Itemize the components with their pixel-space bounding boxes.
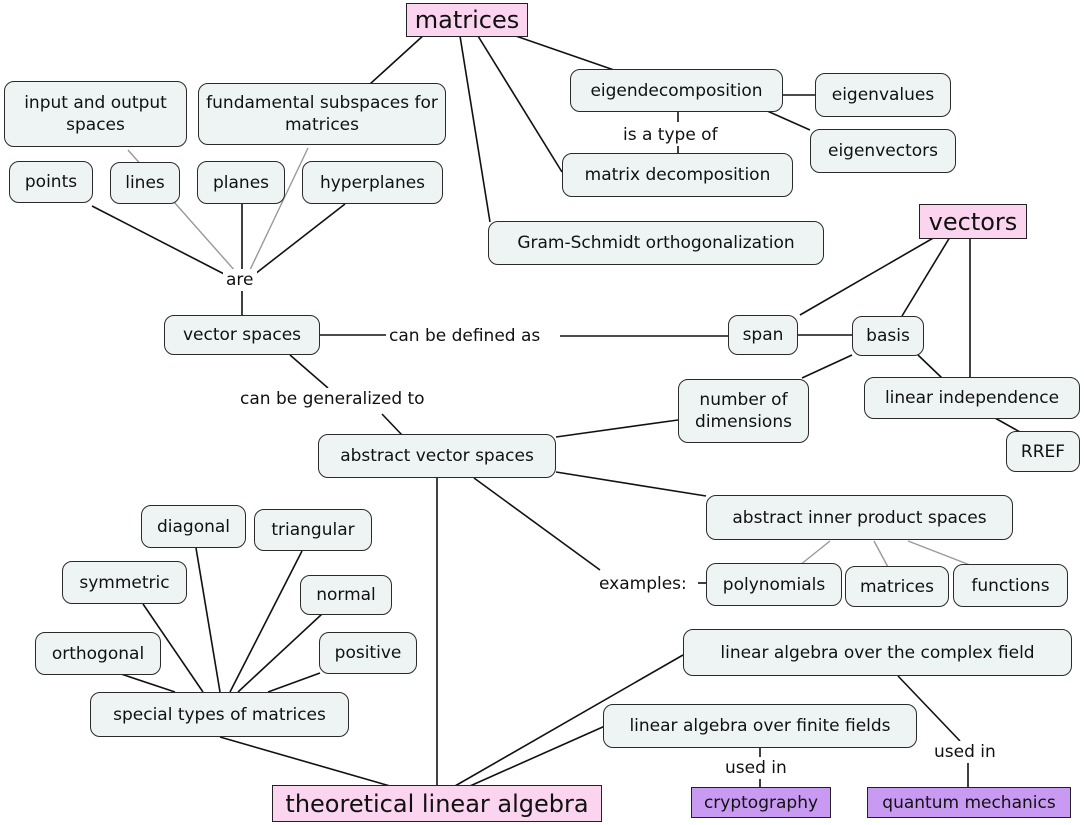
hyperplanes-node[interactable]: hyperplanes [302, 161, 443, 204]
diagonal-node[interactable]: diagonal [141, 505, 246, 548]
abstract-vector-spaces-node[interactable]: abstract vector spaces [318, 434, 556, 478]
link-label-used-in-cryptography: used in [722, 757, 790, 779]
input-output-spaces-label: input and output spaces [24, 93, 167, 135]
eigenvectors-label: eigenvectors [828, 141, 938, 161]
diagonal-label: diagonal [156, 516, 231, 537]
cryptography-label: cryptography [703, 792, 819, 813]
abstract-inner-product-spaces-label: abstract inner product spaces [732, 507, 987, 528]
fundamental-subspaces-node[interactable]: fundamental subspaces for matrices [198, 83, 446, 145]
triangular-label: triangular [271, 520, 355, 540]
lines-node[interactable]: lines [110, 162, 180, 204]
polynomials-node[interactable]: polynomials [706, 563, 842, 606]
link-label-is-a-type-of: is a type of [620, 124, 721, 146]
vector-spaces-node[interactable]: vector spaces [164, 315, 320, 355]
points-node[interactable]: points [9, 161, 93, 203]
quantum-mechanics-label: quantum mechanics [882, 792, 1056, 813]
triangular-node[interactable]: triangular [254, 509, 372, 551]
rref-node[interactable]: RREF [1006, 431, 1080, 472]
points-label: points [24, 172, 78, 192]
link-label-used-in-quantum: used in [931, 741, 999, 763]
functions-node[interactable]: functions [953, 564, 1068, 607]
link-label-are: are [223, 269, 257, 291]
positive-label: positive [334, 643, 402, 663]
positive-node[interactable]: positive [319, 632, 417, 674]
special-types-label: special types of matrices [113, 704, 326, 725]
span-node[interactable]: span [728, 315, 798, 355]
rref-label: RREF [1020, 441, 1066, 462]
basis-label: basis [866, 326, 910, 346]
eigenvalues-label: eigenvalues [831, 85, 935, 105]
gram-schmidt-label: Gram-Schmidt orthogonalization [517, 233, 795, 253]
vector-spaces-label: vector spaces [182, 325, 302, 345]
functions-label: functions [971, 575, 1050, 596]
vectors-root-label: vectors [928, 207, 1018, 236]
matrices-example-node[interactable]: matrices [845, 566, 949, 607]
planes-node[interactable]: planes [197, 161, 285, 204]
theoretical-linear-algebra-label: theoretical linear algebra [285, 789, 589, 818]
quantum-mechanics-node[interactable]: quantum mechanics [867, 787, 1071, 818]
matrix-decomposition-node[interactable]: matrix decomposition [562, 153, 793, 197]
normal-label: normal [316, 585, 376, 605]
lines-label: lines [125, 173, 165, 193]
abstract-vector-spaces-label: abstract vector spaces [340, 446, 534, 466]
gram-schmidt-node[interactable]: Gram-Schmidt orthogonalization [488, 221, 824, 265]
number-of-dimensions-node[interactable]: number of dimensions [678, 379, 809, 443]
cryptography-node[interactable]: cryptography [691, 787, 831, 818]
matrices-example-label: matrices [859, 576, 935, 597]
orthogonal-node[interactable]: orthogonal [35, 632, 161, 675]
finite-fields-node[interactable]: linear algebra over finite fields [603, 704, 917, 748]
polynomials-label: polynomials [722, 574, 826, 595]
symmetric-label: symmetric [79, 572, 170, 593]
special-types-node[interactable]: special types of matrices [90, 692, 349, 737]
input-output-spaces-node[interactable]: input and output spaces [4, 81, 187, 147]
matrices-root-label: matrices [414, 6, 520, 34]
matrix-decomposition-label: matrix decomposition [584, 165, 771, 185]
eigenvectors-node[interactable]: eigenvectors [810, 129, 956, 173]
complex-field-node[interactable]: linear algebra over the complex field [683, 629, 1072, 676]
eigenvalues-node[interactable]: eigenvalues [815, 73, 951, 117]
span-label: span [742, 325, 784, 345]
theoretical-linear-algebra-root-node[interactable]: theoretical linear algebra [272, 785, 602, 822]
fundamental-subspaces-label: fundamental subspaces for matrices [206, 93, 438, 135]
link-label-examples: examples: [596, 573, 690, 595]
eigendecomposition-node[interactable]: eigendecomposition [570, 69, 783, 112]
basis-node[interactable]: basis [852, 316, 924, 356]
complex-field-label: linear algebra over the complex field [720, 642, 1035, 663]
number-of-dimensions-label: number of dimensions [695, 390, 792, 432]
normal-node[interactable]: normal [300, 575, 392, 615]
link-label-can-be-defined-as: can be defined as [386, 325, 544, 347]
abstract-inner-product-spaces-node[interactable]: abstract inner product spaces [706, 495, 1013, 540]
orthogonal-label: orthogonal [51, 643, 145, 664]
linear-independence-label: linear independence [884, 388, 1060, 408]
matrices-root-node[interactable]: matrices [406, 3, 528, 37]
symmetric-node[interactable]: symmetric [62, 561, 187, 604]
vectors-root-node[interactable]: vectors [919, 204, 1027, 239]
finite-fields-label: linear algebra over finite fields [629, 716, 891, 736]
eigendecomposition-label: eigendecomposition [590, 80, 763, 101]
linear-independence-node[interactable]: linear independence [864, 377, 1080, 419]
planes-label: planes [212, 172, 270, 193]
hyperplanes-label: hyperplanes [319, 172, 426, 193]
link-label-can-be-generalized-to: can be generalized to [237, 388, 428, 410]
